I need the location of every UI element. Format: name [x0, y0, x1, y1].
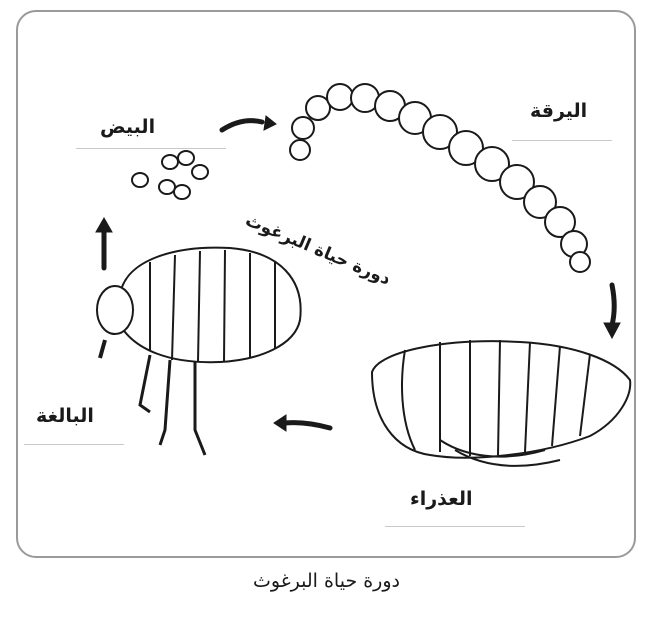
stage-label-larva: اليرقة: [530, 100, 587, 122]
stage-label-pupa: العذراء: [410, 488, 473, 510]
pupa-illustration: [372, 340, 630, 466]
stage-label-egg: البيض: [100, 116, 155, 138]
egg-label-rule: [76, 148, 226, 149]
eggs-illustration: [132, 151, 208, 199]
pupa-label-rule: [385, 526, 525, 527]
adult-label-rule: [24, 444, 124, 445]
stage-label-adult: البالغة: [36, 405, 94, 427]
adult-flea-illustration: [97, 248, 301, 455]
larva-label-rule: [512, 140, 612, 141]
figure-caption: دورة حياة البرغوث: [0, 570, 653, 592]
